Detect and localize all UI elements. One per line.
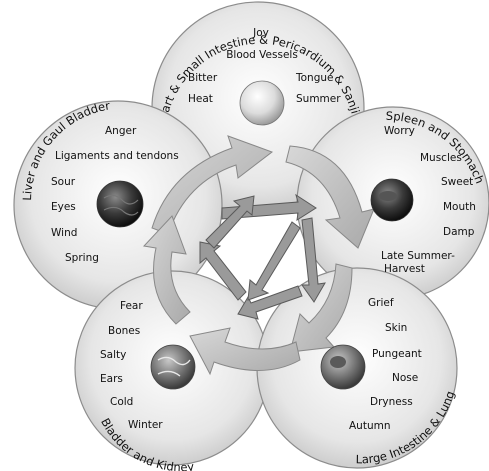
liver-emotion: Anger bbox=[105, 125, 137, 137]
kidney-climate: Cold bbox=[110, 396, 133, 408]
liver-taste: Sour bbox=[51, 176, 76, 188]
spleen-planet-spot bbox=[379, 191, 397, 201]
heart-planet-icon bbox=[239, 80, 285, 126]
heart-taste: Bitter bbox=[188, 72, 218, 84]
lung-taste: Pungeant bbox=[372, 348, 422, 360]
arrow-liver-to-heart bbox=[151, 135, 274, 235]
kidney-planet-icon bbox=[150, 344, 196, 390]
inner-arrow-5 bbox=[205, 195, 255, 249]
liver-planet-swirl bbox=[103, 194, 139, 216]
kidney-emotion: Fear bbox=[120, 300, 143, 312]
liver-sense-organ: Eyes bbox=[51, 201, 76, 213]
arrow-lung-to-kidney bbox=[189, 327, 301, 376]
lung-tissue: Skin bbox=[385, 322, 407, 334]
kidney-taste: Salty bbox=[100, 349, 126, 361]
inner-arrow-2 bbox=[301, 217, 326, 303]
heart-tissue: Blood Vessels bbox=[226, 49, 298, 61]
element-discs bbox=[13, 1, 489, 469]
spleen-taste: Sweet bbox=[441, 176, 473, 188]
spleen-emotion: Worry bbox=[384, 125, 415, 137]
kidney-sense-organ: Ears bbox=[100, 373, 123, 385]
controlling-cycle-arrows bbox=[199, 193, 326, 320]
heart-season: Summer bbox=[296, 93, 341, 105]
liver-planet-icon bbox=[96, 180, 144, 228]
kidney-season: Winter bbox=[128, 419, 163, 431]
liver-season: Spring bbox=[65, 252, 99, 264]
arrow-heart-to-spleen bbox=[285, 145, 375, 249]
spleen-sense-organ: Mouth bbox=[443, 201, 476, 213]
heart-sense-organ: Tongue bbox=[295, 72, 334, 84]
lung-season: Autumn bbox=[349, 420, 391, 432]
lung-labels: Grief Skin Pungeant Nose Dryness Autumn bbox=[349, 297, 422, 432]
arrow-spleen-to-lung bbox=[289, 263, 353, 353]
kidney-tissue: Bones bbox=[108, 325, 140, 337]
lung-sense-organ: Nose bbox=[392, 372, 418, 384]
lung-emotion: Grief bbox=[368, 297, 394, 309]
heart-labels: Joy Blood Vessels Bitter Tongue Heat Sum… bbox=[188, 27, 341, 105]
kidney-planet-clouds bbox=[157, 356, 191, 377]
liver-labels: Anger Ligaments and tendons Sour Eyes Wi… bbox=[51, 125, 179, 264]
spleen-climate: Damp bbox=[443, 226, 475, 238]
heart-climate: Heat bbox=[188, 93, 213, 105]
lung-climate: Dryness bbox=[370, 396, 413, 408]
spleen-tissue: Muscles bbox=[420, 152, 462, 164]
liver-climate: Wind bbox=[51, 227, 77, 239]
generating-cycle-arrows bbox=[142, 135, 375, 376]
spleen-labels: Worry Muscles Sweet Mouth Damp Late Summ… bbox=[381, 125, 476, 275]
arrow-kidney-to-liver bbox=[142, 215, 191, 325]
heart-emotion: Joy bbox=[252, 27, 269, 39]
spleen-season-line1: Late Summer- bbox=[381, 250, 455, 262]
liver-tissue: Ligaments and tendons bbox=[55, 150, 179, 162]
kidney-labels: Fear Bones Salty Ears Cold Winter bbox=[100, 300, 163, 431]
inner-arrow-3 bbox=[237, 285, 303, 320]
lung-planet-spot bbox=[330, 356, 346, 368]
inner-arrow-6 bbox=[247, 221, 301, 301]
spleen-season-line2: Harvest bbox=[384, 263, 425, 275]
lung-planet-icon bbox=[320, 344, 366, 390]
planets bbox=[96, 80, 414, 390]
